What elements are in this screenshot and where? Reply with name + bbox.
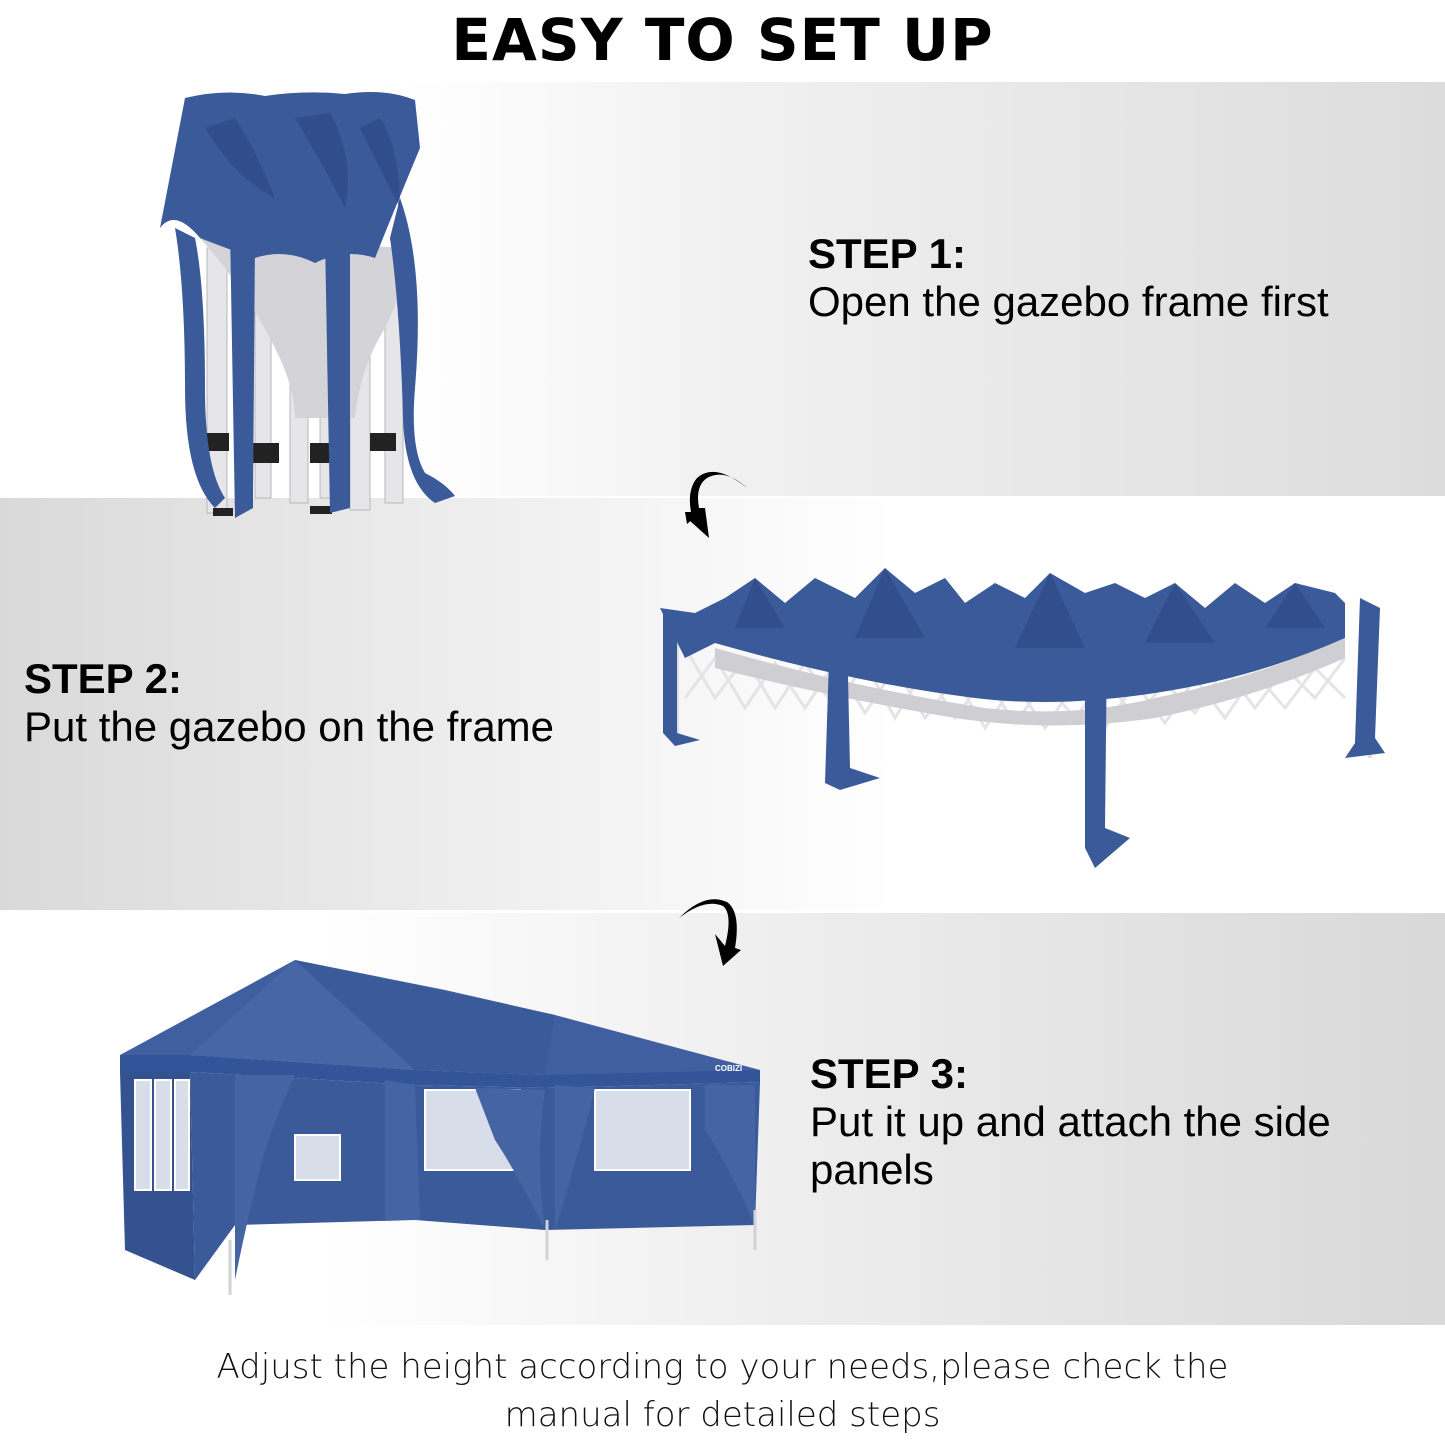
assembled-gazebo-image: COBIZI	[120, 960, 760, 1295]
step-3-description: Put it up and attach the side panels	[810, 1098, 1331, 1193]
brand-logo: COBIZI	[715, 1064, 742, 1073]
step-2-text: STEP 2: Put the gazebo on the frame	[24, 655, 554, 751]
step-3-text: STEP 3: Put it up and attach the side pa…	[810, 1050, 1430, 1194]
page-title: EASY TO SET UP	[451, 6, 994, 74]
expanded-frame-image	[660, 568, 1385, 868]
folded-gazebo-image	[160, 92, 455, 518]
curved-arrow-down-left-icon	[685, 471, 747, 538]
step-1-description: Open the gazebo frame first	[808, 278, 1329, 325]
step-2-description: Put the gazebo on the frame	[24, 703, 555, 750]
footer-note: Adjust the height according to your need…	[0, 1343, 1445, 1439]
step-3-label: STEP 3:	[810, 1050, 968, 1097]
step-1-text: STEP 1: Open the gazebo frame first	[808, 230, 1329, 326]
footer-line-2: manual for detailed steps	[504, 1395, 941, 1435]
footer-line-1: Adjust the height according to your need…	[216, 1347, 1229, 1387]
step-1-label: STEP 1:	[808, 230, 966, 277]
step-2-label: STEP 2:	[24, 655, 182, 702]
curved-arrow-down-right-icon	[679, 899, 741, 966]
